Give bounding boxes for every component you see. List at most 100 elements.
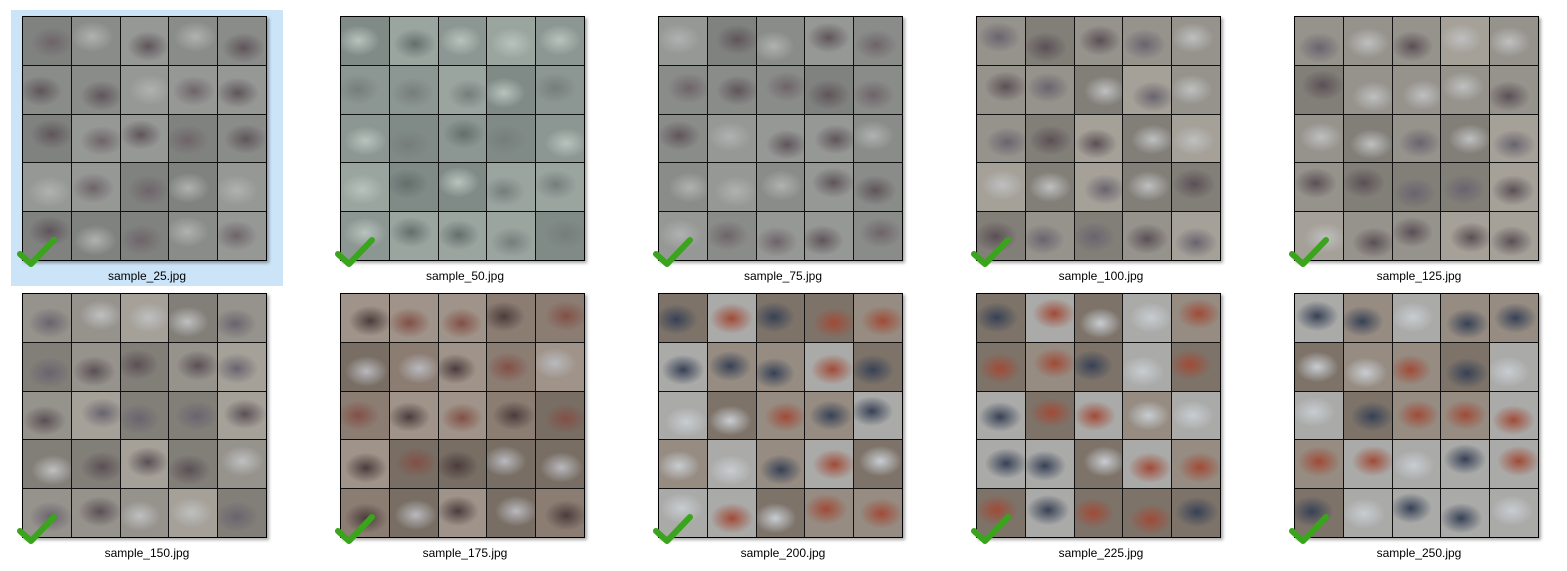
file-thumbnail (976, 16, 1221, 261)
thumbnail-tile (659, 163, 707, 212)
thumbnail-tile (805, 17, 854, 65)
thumbnail-tile (1441, 342, 1490, 391)
thumbnail-tile (1123, 114, 1172, 163)
thumbnail-tile (1392, 17, 1441, 65)
file-item-sample-175[interactable]: sample_175.jpg (329, 287, 601, 563)
thumbnail-tile (1490, 212, 1538, 260)
thumbnail-tile (756, 440, 805, 489)
thumbnail-tile (1025, 163, 1074, 212)
thumbnail-tile (1343, 65, 1392, 114)
thumbnail-tile (71, 114, 120, 163)
thumbnail-tile (487, 65, 536, 114)
thumbnail-tile (389, 294, 438, 342)
file-name: sample_125.jpg (1376, 269, 1462, 283)
thumbnail-tile (854, 65, 902, 114)
thumbnail-tile (756, 391, 805, 440)
thumbnail-tile (659, 489, 707, 537)
file-item-sample-225[interactable]: sample_225.jpg (965, 287, 1237, 563)
thumbnail-tile (1074, 440, 1123, 489)
thumbnail-tile (438, 489, 487, 537)
thumbnail-tile (1295, 114, 1343, 163)
thumbnail-tile (1295, 17, 1343, 65)
thumbnail-tile (536, 391, 584, 440)
thumbnail-tile (487, 17, 536, 65)
thumbnail-tile (487, 342, 536, 391)
thumbnail-tile (438, 294, 487, 342)
thumbnail-tile (120, 17, 169, 65)
file-thumbnail (22, 16, 267, 261)
thumbnail-tile (1490, 114, 1538, 163)
file-item-sample-250[interactable]: sample_250.jpg (1283, 287, 1555, 563)
thumbnail-tile (1172, 212, 1220, 260)
thumbnail-tile (1392, 294, 1441, 342)
thumbnail-tile (756, 212, 805, 260)
thumbnail-tile (805, 114, 854, 163)
thumbnail-tile (1392, 212, 1441, 260)
check-icon (17, 514, 57, 544)
file-item-sample-125[interactable]: sample_125.jpg (1283, 10, 1555, 286)
thumbnail-tile (1172, 489, 1220, 537)
thumbnail-tile (438, 342, 487, 391)
thumbnail-tile (1074, 342, 1123, 391)
file-item-sample-25[interactable]: sample_25.jpg (11, 10, 283, 286)
file-item-sample-75[interactable]: sample_75.jpg (647, 10, 919, 286)
thumbnail-tile (1343, 163, 1392, 212)
thumbnail-tile (218, 440, 266, 489)
thumbnail-tile (23, 17, 71, 65)
thumbnail-tile (1343, 114, 1392, 163)
thumbnail-tile (1295, 489, 1343, 537)
thumbnail-tile (536, 114, 584, 163)
thumbnail-tile (1490, 440, 1538, 489)
thumbnail-tile (659, 114, 707, 163)
thumbnail-tile (1392, 440, 1441, 489)
thumbnail-tile (71, 489, 120, 537)
thumbnail-tile (977, 17, 1025, 65)
thumbnail-tile (71, 440, 120, 489)
check-icon (335, 237, 375, 267)
thumbnail-tile (977, 391, 1025, 440)
file-name: sample_25.jpg (107, 269, 187, 283)
thumbnail-tile (1172, 17, 1220, 65)
file-name: sample_50.jpg (425, 269, 505, 283)
thumbnail-tile (659, 17, 707, 65)
thumbnail-tile (1025, 212, 1074, 260)
thumbnail-tile (1343, 440, 1392, 489)
thumbnail-tile (218, 163, 266, 212)
thumbnail-tile (1392, 391, 1441, 440)
thumbnail-tile (977, 294, 1025, 342)
thumbnail-tile (71, 65, 120, 114)
thumbnail-tile (23, 489, 71, 537)
file-name: sample_100.jpg (1058, 269, 1144, 283)
thumbnail-tile (341, 17, 389, 65)
thumbnail-tile (438, 17, 487, 65)
file-item-sample-150[interactable]: sample_150.jpg (11, 287, 283, 563)
thumbnail-tile (23, 114, 71, 163)
thumbnail-tile (23, 65, 71, 114)
thumbnail-tile (977, 212, 1025, 260)
thumbnail-tile (707, 163, 756, 212)
thumbnail-tile (389, 342, 438, 391)
thumbnail-tile (218, 17, 266, 65)
thumbnail-tile (1490, 17, 1538, 65)
thumbnail-tile (805, 391, 854, 440)
thumbnail-tile (169, 294, 218, 342)
thumbnail-tile (756, 17, 805, 65)
thumbnail-tile (854, 489, 902, 537)
thumbnail-tile (438, 163, 487, 212)
thumbnail-tile (389, 440, 438, 489)
thumbnail-tile (23, 212, 71, 260)
thumbnail-tile (707, 114, 756, 163)
thumbnail-tile (1172, 163, 1220, 212)
thumbnail-tile (1441, 440, 1490, 489)
thumbnail-tile (120, 163, 169, 212)
file-item-sample-50[interactable]: sample_50.jpg (329, 10, 601, 286)
thumbnail-tile (218, 212, 266, 260)
thumbnail-tile (805, 342, 854, 391)
thumbnail-tile (1074, 17, 1123, 65)
file-thumbnail (658, 16, 903, 261)
file-item-sample-100[interactable]: sample_100.jpg (965, 10, 1237, 286)
thumbnail-tile (169, 212, 218, 260)
thumbnail-tile (389, 212, 438, 260)
thumbnail-tile (854, 440, 902, 489)
file-item-sample-200[interactable]: sample_200.jpg (647, 287, 919, 563)
